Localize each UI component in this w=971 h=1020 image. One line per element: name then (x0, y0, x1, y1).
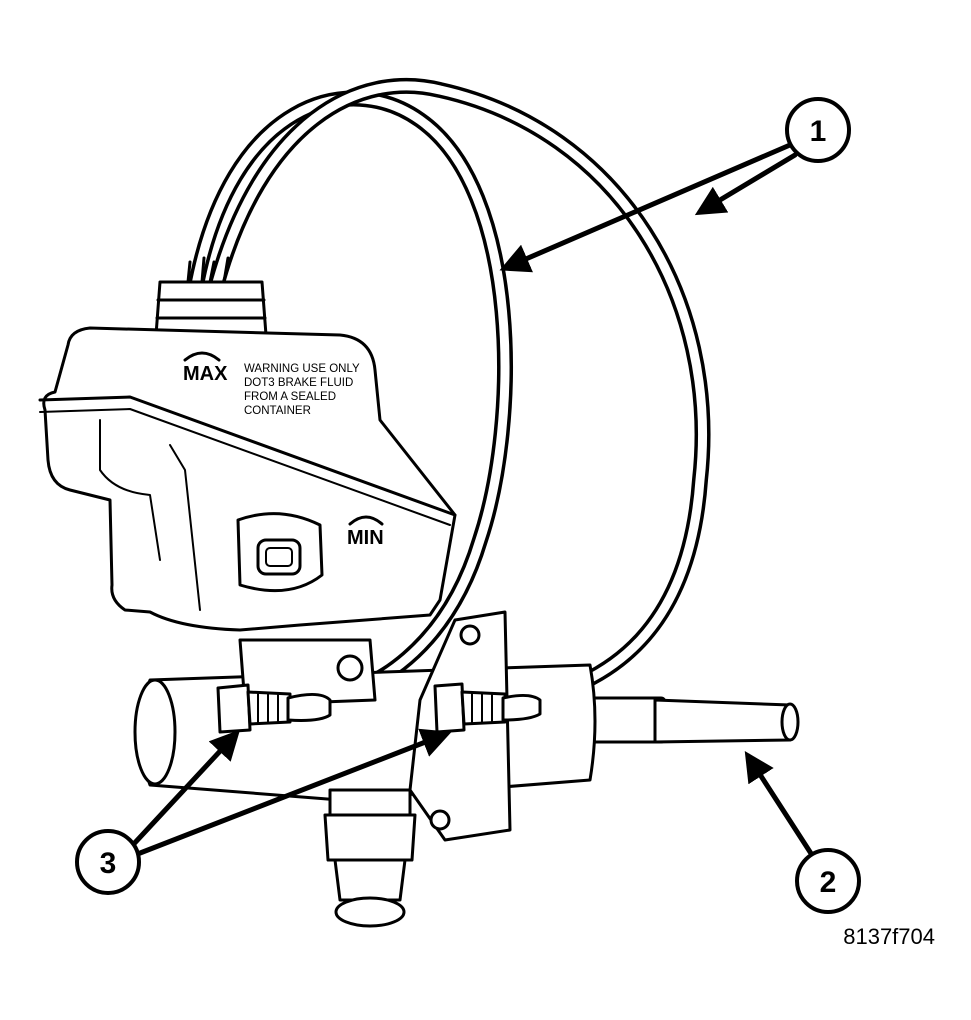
bleed-tube-ends (186, 256, 542, 722)
fitting-right (433, 682, 507, 734)
fluid-reservoir: MAX MIN WARNING USE ONLY DOT3 BRAKE FLUI… (38, 280, 457, 632)
figure-id: 8137f704 (843, 924, 935, 949)
bleed-tubes (187, 77, 711, 713)
fitting-left (216, 683, 292, 734)
max-level-mark: MAX (183, 351, 228, 385)
callout-2-number: 2 (820, 866, 837, 899)
warning-line-4: CONTAINER (244, 405, 311, 417)
callout-1-circle (785, 97, 851, 163)
warning-line-2: DOT3 BRAKE FLUID (244, 377, 353, 389)
warning-line-3: FROM A SEALED (244, 391, 336, 403)
callout-2: 2 (744, 750, 861, 914)
callout-1: 1 (499, 97, 851, 273)
warning-line-1: WARNING USE ONLY (244, 363, 360, 375)
min-level-mark: MIN (347, 515, 384, 549)
max-label: MAX (183, 363, 228, 385)
push-rod (583, 696, 800, 744)
callout-3: 3 (75, 728, 452, 895)
min-label: MIN (347, 527, 384, 549)
callout-1-number: 1 (810, 115, 827, 148)
callout-2-circle (795, 848, 861, 914)
warning-text: WARNING USE ONLY DOT3 BRAKE FLUID FROM A… (244, 363, 360, 417)
callout-3-number: 3 (100, 847, 117, 880)
level-sensor-connector (236, 512, 324, 593)
callout-3-circle (75, 829, 141, 895)
